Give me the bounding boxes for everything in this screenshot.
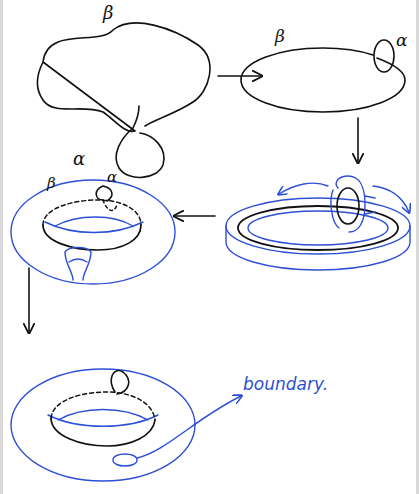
- alpha-curve: [116, 106, 164, 177]
- alpha-circle: [337, 188, 359, 224]
- curve-label: β: [47, 176, 56, 191]
- curve-label: β: [275, 28, 285, 45]
- torus-outline: [11, 369, 195, 481]
- band-wall: [226, 226, 410, 270]
- curve-label: β: [103, 4, 113, 22]
- beta-circle: [241, 48, 405, 112]
- callout-text: boundary.: [243, 376, 328, 393]
- alpha-circle-back: [103, 200, 117, 210]
- alpha-circle: [96, 186, 112, 201]
- tube: [331, 176, 375, 232]
- torus-hole: [45, 217, 143, 233]
- torus-hole: [48, 410, 158, 427]
- beta-circle-back: [43, 200, 141, 225]
- curve-label: α: [73, 150, 85, 168]
- slide-arrow: [373, 186, 409, 212]
- torus-outline: [11, 180, 175, 284]
- alpha-circle: [111, 371, 128, 394]
- beta-circle: [43, 225, 141, 250]
- slide-arrow: [279, 183, 328, 194]
- cut-hole: [65, 248, 91, 281]
- illustration: [3, 0, 419, 494]
- leader-line: [137, 396, 241, 458]
- band-edge: [226, 198, 410, 254]
- alpha-circle: [374, 40, 394, 72]
- step-arrow: [357, 118, 359, 162]
- beta-circle-back: [51, 392, 155, 420]
- curve-label: α: [396, 32, 407, 49]
- step-arrow: [175, 215, 215, 217]
- step-arrow: [28, 268, 30, 332]
- band-edge: [248, 211, 388, 245]
- beta-curve: [37, 23, 210, 131]
- beta-circle: [51, 418, 155, 446]
- boundary-circle: [113, 454, 137, 466]
- step-arrow: [218, 75, 261, 77]
- curve-label: α: [107, 170, 117, 185]
